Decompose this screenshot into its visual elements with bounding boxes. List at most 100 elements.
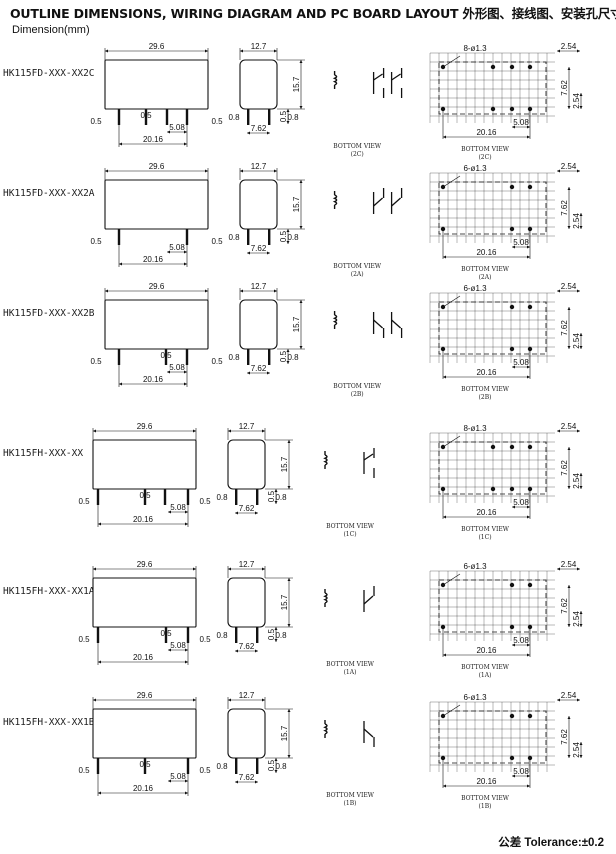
- contact-symbol: [363, 586, 375, 612]
- pcb-gap-dim: 5.08: [513, 118, 529, 127]
- pcb-code-label: (1C): [478, 534, 491, 541]
- model-label: HK115FH-XXX-XX1B: [3, 717, 95, 728]
- hole-spec-label: 6-ø1.3: [463, 562, 487, 571]
- pcb-pitch-dim: 20.16: [476, 128, 497, 137]
- pcb-pitch-dim: 20.16: [476, 248, 497, 257]
- pin-length-dim: 0.5: [279, 110, 288, 122]
- height-dim: 15.7: [292, 196, 301, 212]
- pcb-hole: [527, 444, 533, 450]
- pin-thick-label: 0.8: [216, 493, 228, 502]
- pin-offset-dim: 7.62: [251, 364, 267, 373]
- relay-pin: [247, 109, 250, 125]
- pcb-pitch-dim: 2.54: [572, 333, 581, 349]
- hole-spec-label: 8-ø1.3: [463, 424, 487, 433]
- pin-pitch-dim: 20.16: [143, 255, 164, 264]
- pin-pitch-dim: 20.16: [133, 784, 154, 793]
- pcb-pitch-dim: 2.54: [572, 213, 581, 229]
- height-dim: 15.7: [280, 456, 289, 472]
- relay-front-body: [104, 299, 209, 350]
- wiring-code-label: (1B): [344, 800, 357, 807]
- pcb-pitch-dim: 20.16: [476, 777, 497, 786]
- pin-length-dim: 0.5: [267, 628, 276, 640]
- relay-outline: [438, 301, 547, 355]
- pin-gap-dim: 5.08: [170, 641, 186, 650]
- pcb-offset-dim: 7.62: [560, 460, 569, 476]
- pin-half-label: 0.5: [211, 237, 223, 246]
- height-dim: 15.7: [280, 594, 289, 610]
- grid-pitch-dim: 2.54: [561, 422, 577, 431]
- relay-pin: [235, 489, 238, 505]
- model-label: HK115FH-XXX-XX: [3, 448, 83, 459]
- pcb-code-label: (2C): [478, 154, 491, 161]
- pcb-offset-dim: 7.62: [560, 320, 569, 336]
- relay-pin: [235, 758, 238, 774]
- pcb-offset-dim: 7.62: [560, 200, 569, 216]
- pcb-gap-dim: 5.08: [513, 358, 529, 367]
- pcb-hole: [509, 486, 515, 492]
- pcb-hole: [509, 304, 515, 310]
- bottom-view-label: BOTTOM VIEW: [461, 386, 510, 393]
- hole-spec-label: 6-ø1.3: [463, 284, 487, 293]
- relay-outline: [438, 710, 547, 764]
- relay-pin: [268, 349, 271, 365]
- pin-half-label: 0.5: [160, 629, 172, 638]
- pcb-gap-dim: 5.08: [513, 498, 529, 507]
- relay-pin: [235, 627, 238, 643]
- pcb-hole: [490, 106, 496, 112]
- pin-half-label: 0.5: [78, 766, 90, 775]
- pin-thick-label: 0.8: [287, 113, 299, 122]
- relay-pin: [247, 349, 250, 365]
- relay-side-body: [239, 179, 278, 230]
- width-dim: 12.7: [251, 282, 267, 291]
- pin-thick-label: 0.8: [228, 113, 240, 122]
- hole-spec-label: 6-ø1.3: [463, 164, 487, 173]
- pin-half-label: 0.5: [139, 760, 151, 769]
- pin-half-label: 0.5: [199, 497, 211, 506]
- contact-symbol: [372, 188, 403, 214]
- relay-pin: [186, 627, 190, 643]
- pcb-hole: [509, 64, 515, 70]
- pcb-hole: [509, 582, 515, 588]
- pin-half-label: 0.5: [140, 111, 152, 120]
- bottom-view-label: BOTTOM VIEW: [461, 146, 510, 153]
- relay-pin: [143, 758, 147, 774]
- relay-pin: [256, 489, 259, 505]
- relay-outline: [438, 441, 547, 495]
- bottom-view-label: BOTTOM VIEW: [326, 792, 375, 799]
- relay-pin: [185, 109, 189, 125]
- pin-thick-label: 0.8: [275, 631, 287, 640]
- model-label: HK115FH-XXX-XX1A: [3, 586, 95, 597]
- model-label: HK115FD-XXX-XX2B: [3, 308, 95, 319]
- pcb-offset-dim: 7.62: [560, 729, 569, 745]
- pcb-code-label: (2A): [479, 274, 492, 281]
- pcb-hole: [490, 64, 496, 70]
- pcb-hole: [509, 184, 515, 190]
- pcb-hole: [527, 184, 533, 190]
- relay-pin: [256, 758, 259, 774]
- wiring-code-label: (2A): [351, 271, 364, 278]
- relay-pin: [247, 229, 250, 245]
- pin-thick-label: 0.8: [216, 631, 228, 640]
- contact-symbol: [372, 68, 403, 98]
- length-dim: 29.6: [137, 422, 153, 431]
- pin-pitch-dim: 20.16: [133, 653, 154, 662]
- pcb-pitch-dim: 2.54: [572, 93, 581, 109]
- relay-front-body: [92, 708, 197, 759]
- relay-pin: [117, 349, 121, 365]
- relay-pin: [144, 109, 148, 125]
- pin-offset-dim: 7.62: [239, 504, 255, 513]
- pin-offset-dim: 7.62: [251, 124, 267, 133]
- wiring-code-label: (1C): [343, 531, 356, 538]
- pin-half-label: 0.5: [199, 766, 211, 775]
- width-dim: 12.7: [239, 560, 255, 569]
- pin-pitch-dim: 20.16: [133, 515, 154, 524]
- dimension-unit-label: Dimension(mm): [12, 24, 90, 36]
- pcb-offset-dim: 7.62: [560, 598, 569, 614]
- pcb-hole: [509, 346, 515, 352]
- relay-pin: [96, 758, 100, 774]
